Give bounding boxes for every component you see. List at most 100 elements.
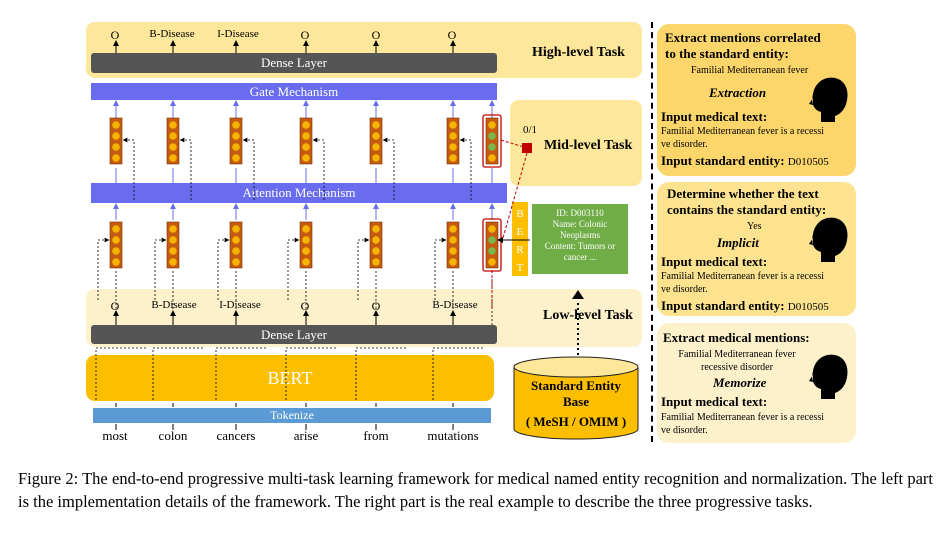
cell-unit [112,132,120,140]
memorize-input-label: Input medical text: [661,394,768,409]
mid-level-band [510,100,642,186]
cell-unit [302,236,310,244]
cell-unit [169,258,177,266]
cell-body [485,117,499,165]
dashed-separator [651,22,653,442]
cell-unit [449,143,457,151]
implicit-card: Determine whether the text contains the … [657,182,856,316]
score-link [500,152,528,246]
input-word: cancers [216,428,256,443]
cell-unit [372,154,380,162]
cell-unit [372,121,380,129]
cell-unit [372,132,380,140]
low-level-task-label: Low-level Task [543,308,633,323]
implicit-prompt: Determine whether the text contains the … [667,186,827,217]
cell-unit [372,258,380,266]
cell-body [369,221,383,269]
low-tag: B-Disease [151,299,197,311]
input-word: colon [158,428,188,443]
cell-unit [372,236,380,244]
extraction-input-label: Input medical text: [661,109,768,124]
cell-unit [449,236,457,244]
figure-caption: Figure 2: The end-to-end progressive mul… [18,469,933,511]
cell-body [109,221,123,269]
cell-unit [488,247,496,255]
cell-unit [112,143,120,151]
dotted-link [287,237,300,300]
cell-unit [302,154,310,162]
cell-body [299,221,313,269]
cell-unit [302,143,310,151]
cell-unit [232,258,240,266]
cell-unit [372,143,380,151]
cell-body [299,117,313,165]
cell-unit [449,247,457,255]
cell-unit [112,236,120,244]
bert-encoder: BERT [86,355,494,401]
person-head-icon [809,77,848,122]
cell-unit [232,143,240,151]
dotted-link [154,237,167,300]
cell-unit [449,225,457,233]
cell-body [485,221,499,269]
implicit-input-label: Input medical text: [661,254,768,269]
cell-unit [169,132,177,140]
cell-body [166,221,180,269]
low-tag: O [110,299,120,313]
person-head-icon [809,217,848,262]
cell-unit [372,225,380,233]
cell-body [229,117,243,165]
cell-body [369,117,383,165]
cell-unit [449,121,457,129]
low-tag: O [300,299,310,313]
bert-vertical: BERT [512,202,528,276]
score-link [500,139,528,149]
cell-unit [488,154,496,162]
standard-entity-base [513,356,639,440]
gate-mechanism: Gate Mechanism [91,83,497,100]
implicit-input-text: Familial Mediterranean fever is a recess… [661,271,824,295]
implicit-mode: Implicit [717,235,759,250]
cell-unit [232,247,240,255]
memorize-mentions: Familial Mediterranean fever recessive d… [678,349,796,373]
low-tag: O [371,299,381,313]
cell-unit [488,225,496,233]
dense-layer-top: Dense Layer [91,53,497,73]
cell-unit [169,247,177,255]
dotted-link [217,237,230,300]
dotted-link [312,137,325,200]
cell-body [166,117,180,165]
dotted-link [285,347,336,400]
input-word: most [102,428,128,443]
dotted-link [357,237,370,300]
memorize-card: Extract medical mentions: Familial Medit… [657,323,856,443]
high-tag: O [110,28,120,42]
cell-unit [302,258,310,266]
cell-unit [112,258,120,266]
cell-body [446,221,460,269]
person-head-icon [809,354,848,399]
cell-unit [232,225,240,233]
cell-unit [488,143,496,151]
cell-unit [302,247,310,255]
cell-unit [449,154,457,162]
dotted-link [215,347,266,400]
cell-unit [232,132,240,140]
dotted-link [179,137,192,200]
cell-unit [112,121,120,129]
cell-unit [232,236,240,244]
high-tag: O [300,28,310,42]
cell-unit [232,121,240,129]
tokenize-bar: Tokenize [93,408,491,423]
cell-unit [372,247,380,255]
cell-body [446,117,460,165]
dotted-link [122,137,135,200]
dotted-link [242,137,255,200]
cell-unit [112,154,120,162]
mid-level-task-label: Mid-level Task [544,138,633,153]
extraction-mode: Extraction [709,85,767,100]
dotted-link [355,347,406,400]
input-word: from [363,428,389,443]
dotted-link [434,237,447,300]
